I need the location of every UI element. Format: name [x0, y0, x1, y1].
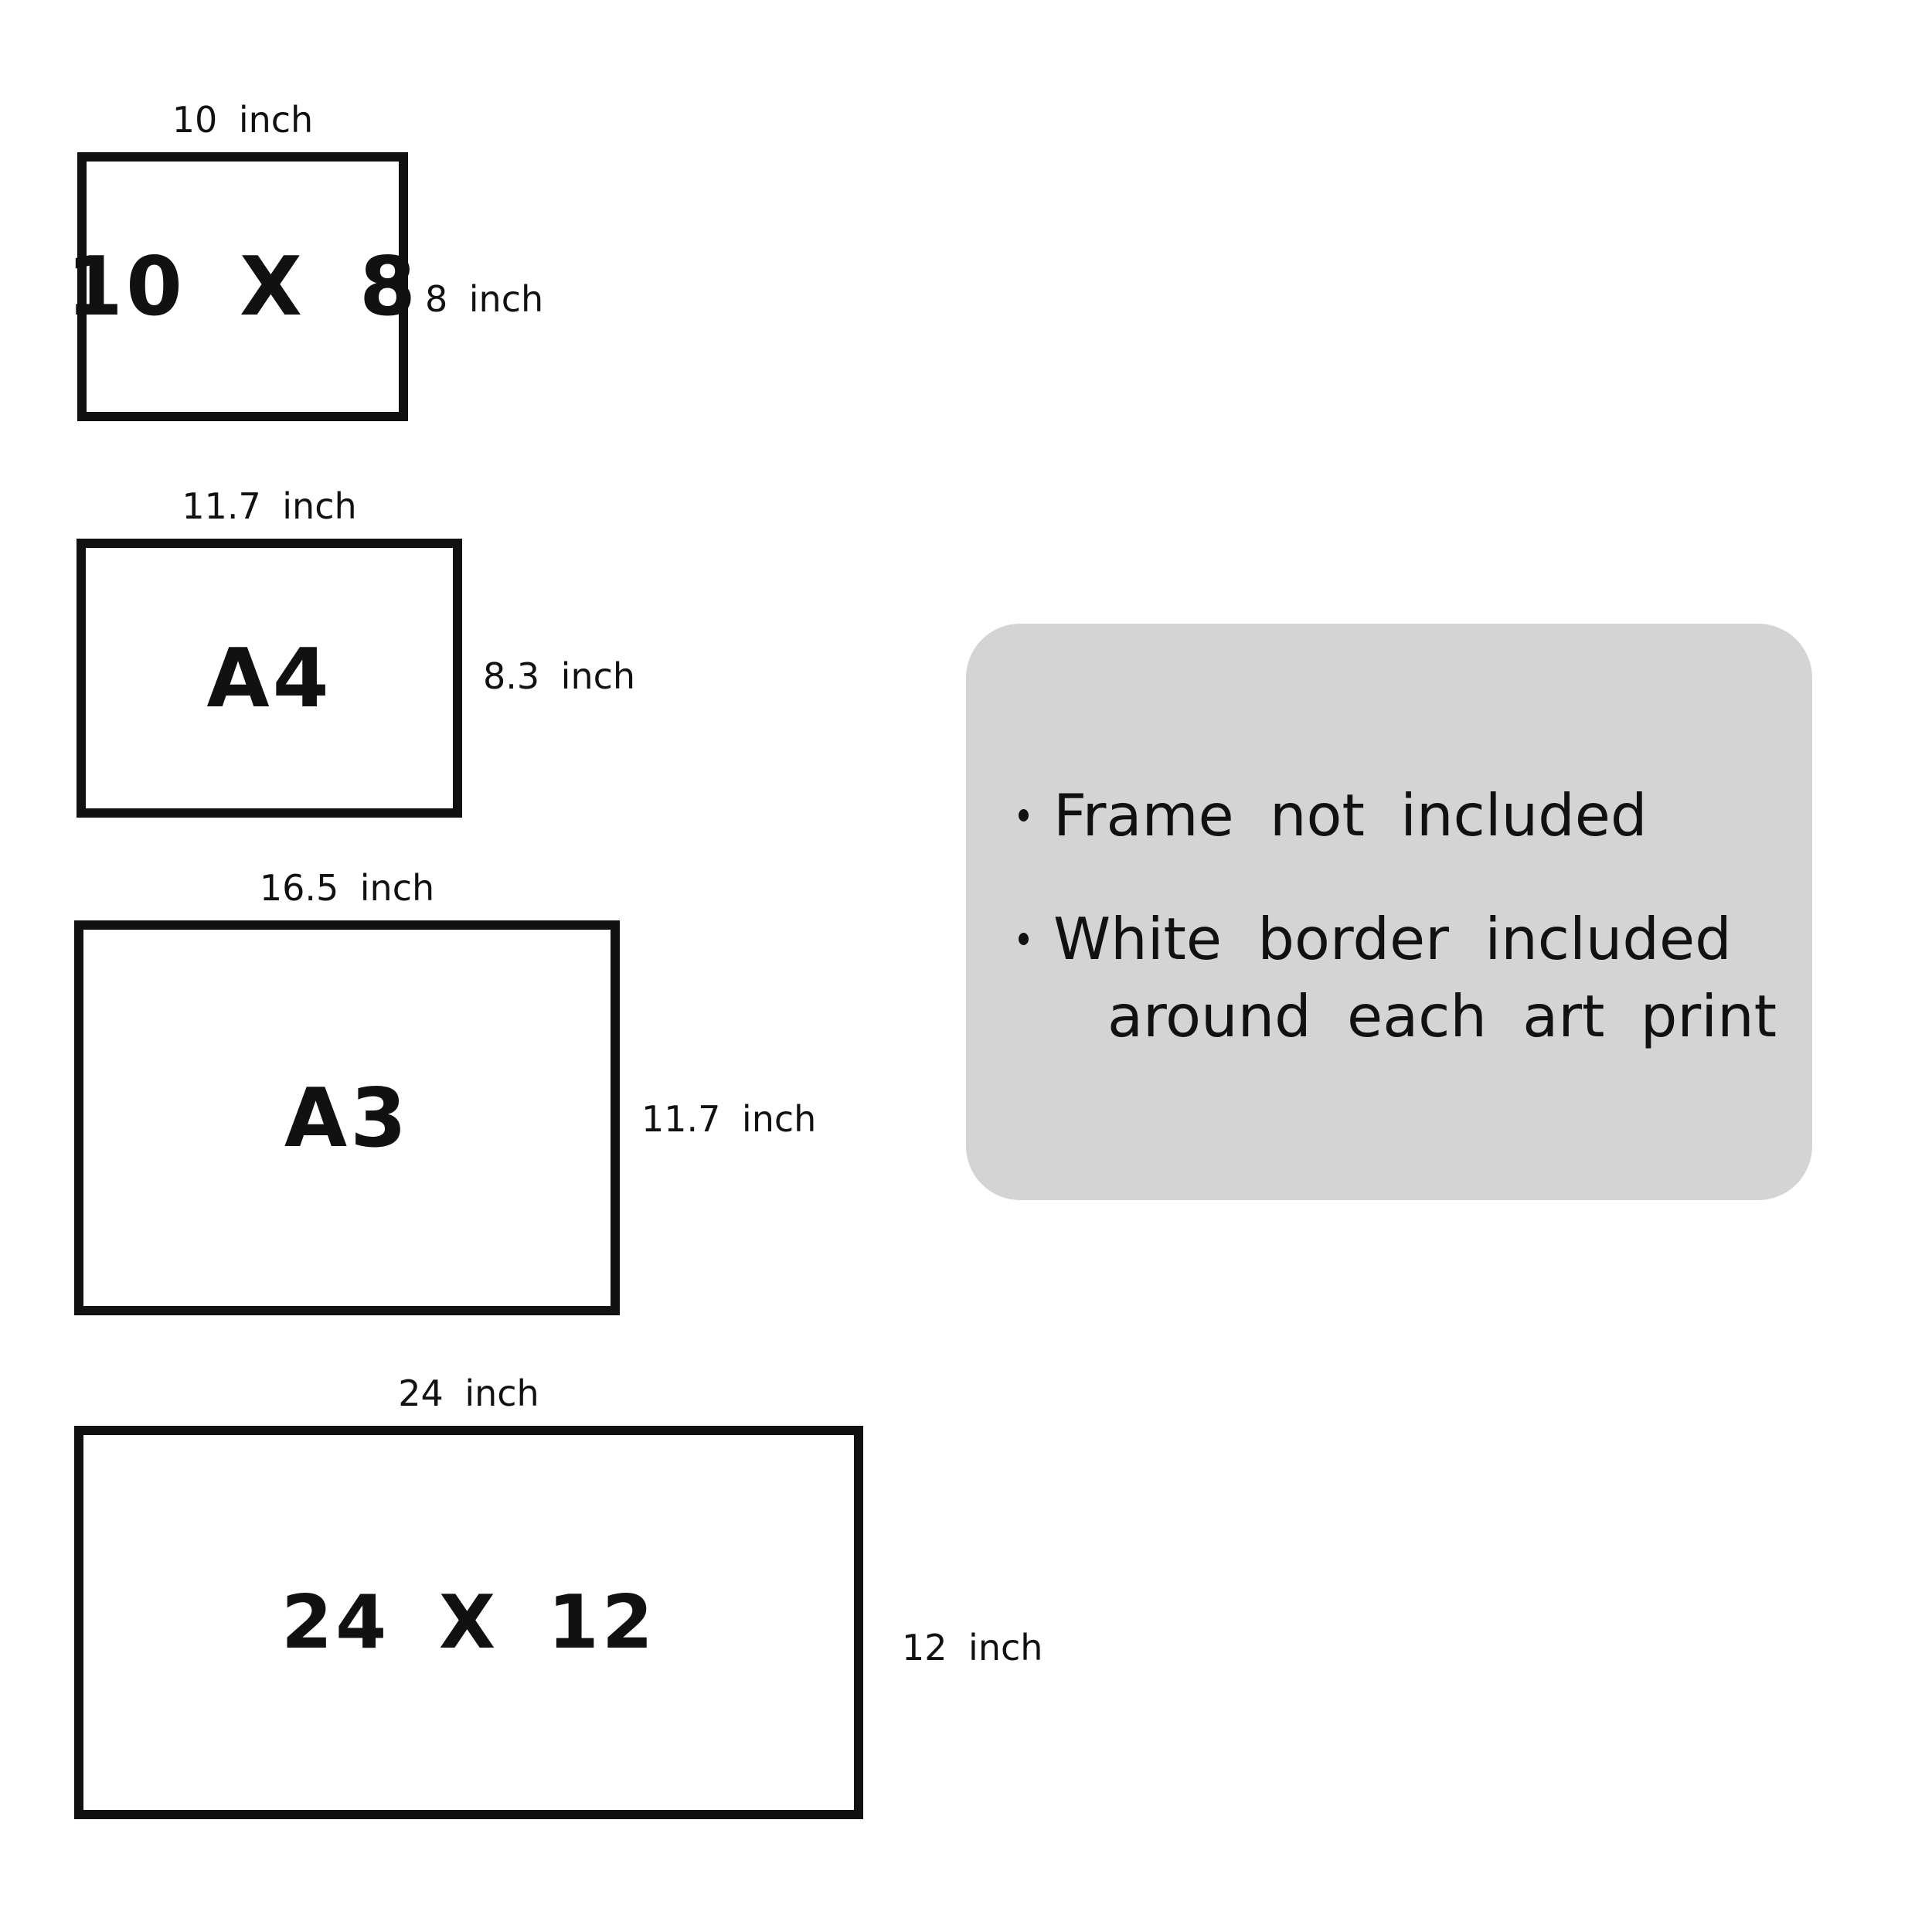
print-size-box: 10 X 8: [66, 152, 416, 421]
note-line: Frame not included: [1053, 781, 1648, 849]
width-dimension-label: 11.7 inch: [182, 485, 357, 527]
note-item-frame: Frame not included: [1019, 777, 1789, 854]
print-size-box: A3: [74, 920, 620, 1315]
note-lines: White border included around each art pr…: [1053, 900, 1789, 1055]
bullet-dot-icon: [1019, 933, 1029, 945]
width-dimension-label: 16.5 inch: [259, 867, 435, 909]
bullet-dot-icon: [1019, 809, 1029, 821]
print-size-name: A4: [206, 631, 332, 726]
width-dimension-label: 24 inch: [398, 1372, 539, 1414]
size-group-a4: 11.7 inch A4 8.3 inch: [77, 485, 635, 818]
note-lines: Frame not included: [1053, 777, 1789, 854]
print-size-name: 24 X 12: [281, 1580, 656, 1665]
height-dimension-label: 8 inch: [425, 278, 544, 320]
print-size-box: 24 X 12: [74, 1426, 863, 1819]
print-size-box: A4: [77, 539, 462, 818]
note-line: White border included: [1053, 905, 1732, 973]
height-dimension-label: 8.3 inch: [483, 655, 636, 697]
note-item-border: White border included around each art pr…: [1019, 900, 1789, 1055]
size-group-24x12: 24 inch 24 X 12 12 inch: [74, 1372, 1043, 1819]
note-line: around each art print: [1107, 982, 1777, 1050]
notes-panel: Frame not included White border included…: [966, 624, 1812, 1200]
size-group-10x8: 10 inch 10 X 8 8 inch: [66, 99, 543, 421]
width-dimension-label: 10 inch: [172, 99, 314, 141]
height-dimension-label: 11.7 inch: [641, 1098, 817, 1140]
size-group-a3: 16.5 inch A3 11.7 inch: [74, 867, 816, 1315]
print-size-name: 10 X 8: [66, 240, 420, 334]
print-size-name: A3: [284, 1070, 410, 1165]
height-dimension-label: 12 inch: [902, 1627, 1043, 1668]
